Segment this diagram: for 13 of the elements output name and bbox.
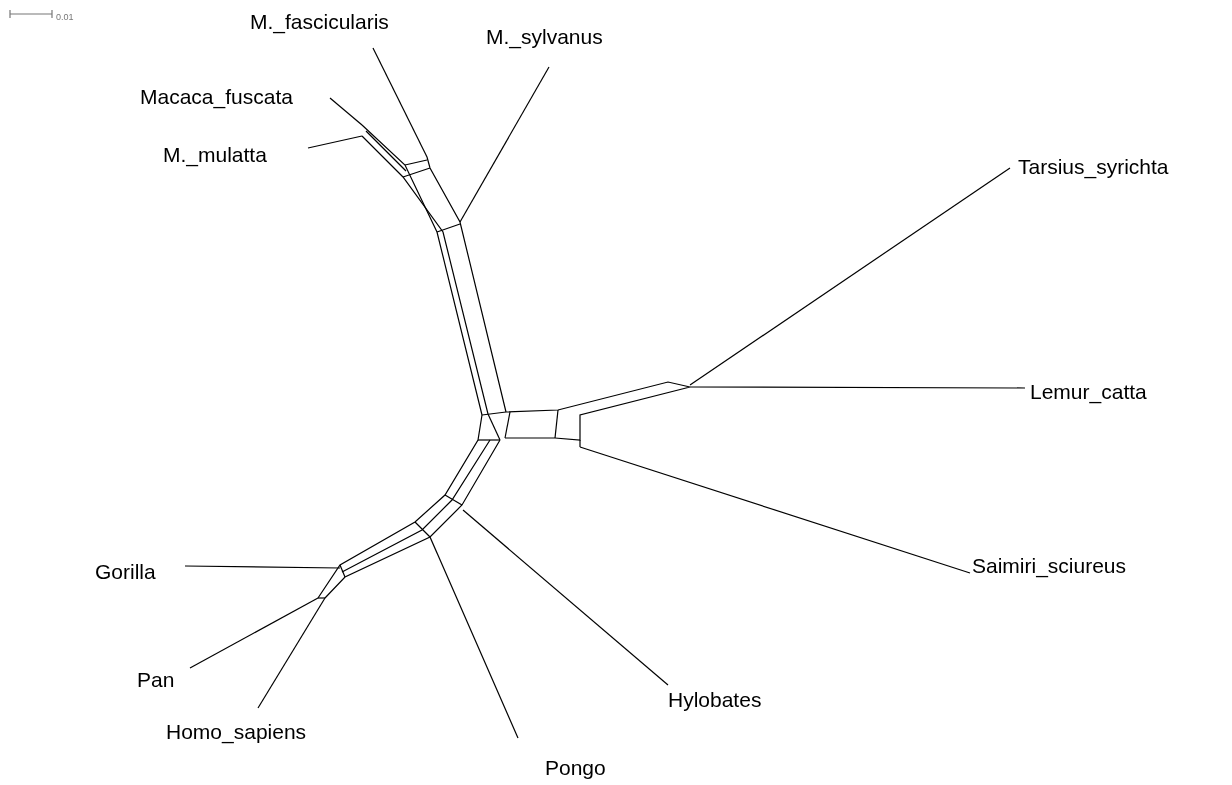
taxon-label: M._mulatta: [163, 143, 267, 167]
taxon-label: Homo_sapiens: [166, 720, 307, 744]
taxon-label: Pan: [137, 668, 175, 692]
taxon-label: M._sylvanus: [486, 25, 603, 49]
taxon-label: M._fascicularis: [250, 10, 389, 34]
taxon-label: Pongo: [545, 756, 606, 780]
taxon-label: Tarsius_syrichta: [1018, 155, 1169, 179]
scale-value: 0.01: [56, 13, 74, 23]
taxon-label: Lemur_catta: [1030, 380, 1147, 404]
taxon-label: Gorilla: [95, 560, 156, 584]
taxon-label: Saimiri_sciureus: [972, 554, 1127, 578]
taxon-label: Hylobates: [668, 688, 762, 712]
taxon-label: Macaca_fuscata: [140, 85, 293, 109]
